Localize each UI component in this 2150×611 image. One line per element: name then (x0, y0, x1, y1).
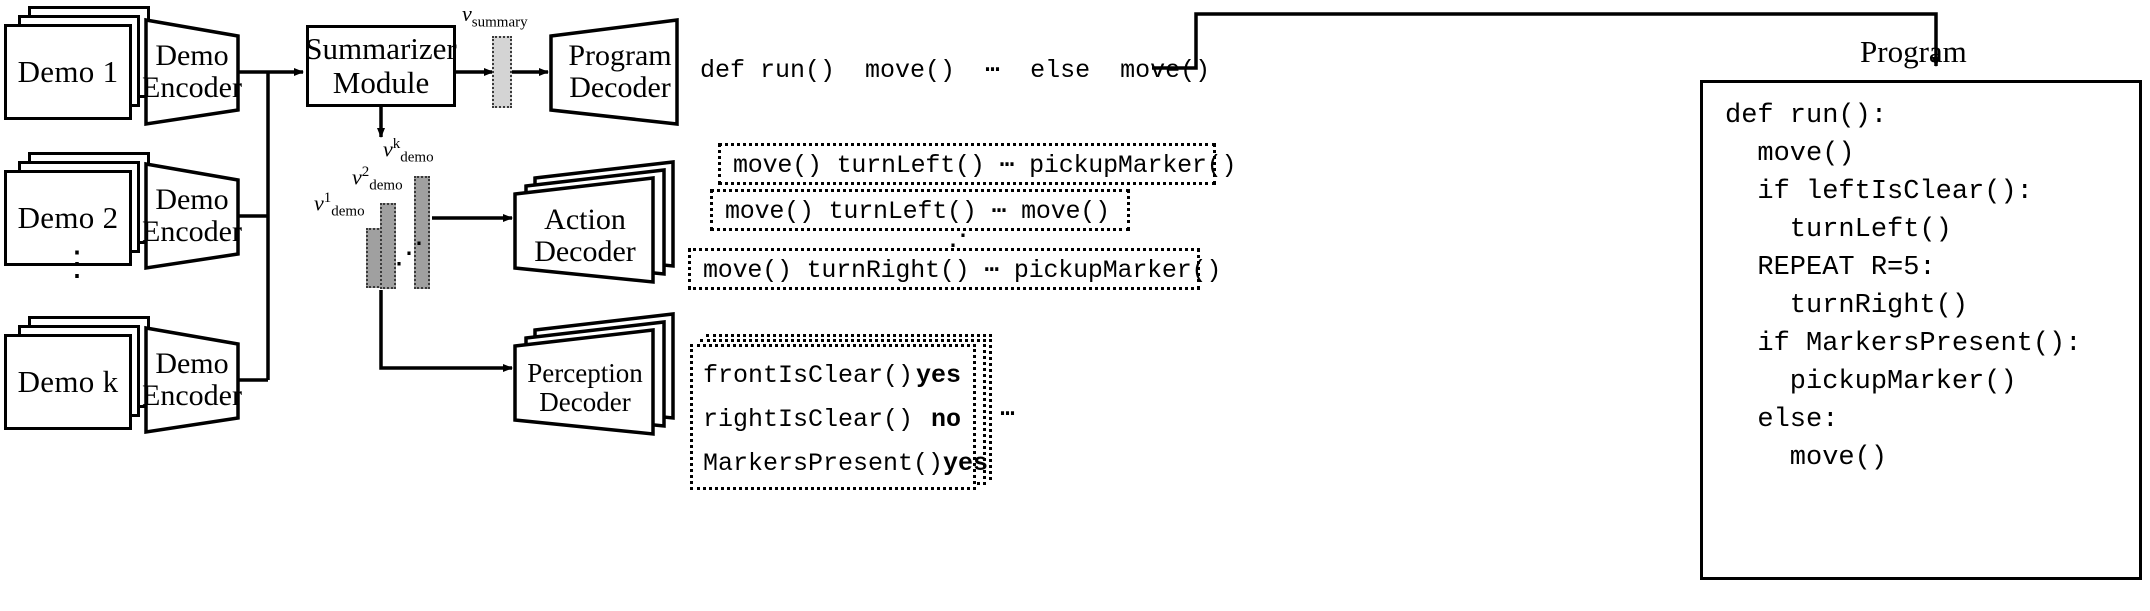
program-token-sequence: def run() move() ⋯ else move() (700, 56, 1211, 85)
demo-label-k: Demo k (17, 364, 119, 399)
action-decoder-label-line1: Action (544, 202, 626, 236)
demo-encoder-k[interactable]: Demo Encoder (142, 325, 242, 435)
final-program-code: def run(): move() if leftIsClear(): turn… (1700, 80, 2142, 580)
demo-encoder-label-line2: Encoder (142, 215, 242, 248)
action-sequence-row-2: move() turnLeft() ⋯ move() (710, 189, 1130, 231)
demo-label-1: Demo 1 (17, 54, 119, 89)
v-demo-2-subscript: demo (369, 177, 403, 194)
demo-encoder-label-line1: Demo (155, 38, 229, 72)
demo-stack-ellipsis: ⋮ (60, 246, 94, 283)
v-demo-2-vector (380, 203, 396, 289)
v-demo-k-vector (414, 176, 430, 289)
perception-decoder-label-line2: Decoder (539, 387, 631, 417)
v-demo-2-label: v2demo (352, 164, 403, 195)
demo-encoder-label-line2: Encoder (142, 71, 242, 104)
v-demo-1-label: v1demo (314, 190, 365, 221)
action-sequence-tokens-1: move() turnLeft() ⋯ pickupMarker() (733, 150, 1237, 180)
summarizer-module[interactable]: Summarizer Module (305, 25, 457, 107)
demo-encoder-1[interactable]: Demo Encoder (142, 17, 242, 127)
v-demo-2-superscript: 2 (361, 164, 370, 180)
v-demo-k-superscript: k (392, 136, 401, 152)
perception-query-3: MarkersPresent() (703, 448, 944, 478)
v-summary-label: vsummary (462, 1, 528, 31)
final-program-title: Program (1860, 34, 1967, 69)
v-summary-symbol: v (462, 1, 472, 26)
action-sequence-row-3: move() turnRight() ⋯ pickupMarker() (688, 248, 1221, 290)
perception-query-1: frontIsClear() (703, 360, 914, 390)
program-decoder[interactable]: Program Decoder (549, 18, 679, 126)
action-decoder-label-line2: Decoder (534, 235, 636, 268)
perception-query-2: rightIsClear() (703, 404, 914, 434)
perception-row-1: frontIsClear() yes (703, 353, 961, 397)
perception-answer-2: no (930, 404, 961, 434)
action-decoder[interactable]: Action Decoder (513, 160, 675, 284)
v-demo-k-label: vkdemo (383, 136, 434, 167)
action-sequence-tokens-2: move() turnLeft() ⋯ move() (725, 196, 1110, 226)
perception-row-3: MarkersPresent() yes (703, 441, 988, 485)
action-sequence-tokens-3: move() turnRight() ⋯ pickupMarker() (703, 255, 1222, 285)
v-demo-1-subscript: demo (331, 203, 365, 220)
program-decoder-label-line1: Program (568, 38, 672, 72)
demo-card-front-k[interactable]: Demo k (4, 334, 132, 430)
v-demo-k-subscript: demo (400, 149, 434, 166)
v-summary-subscript: summary (471, 14, 528, 31)
summarizer-label-line2: Module (332, 65, 430, 100)
v-demo-2-symbol: v (352, 164, 362, 190)
demo-encoder-2[interactable]: Demo Encoder (142, 161, 242, 271)
perception-output-more: ⋯ (1000, 400, 1016, 429)
action-sequence-row-1: move() turnLeft() ⋯ pickupMarker() (718, 143, 1237, 185)
v-demo-1-symbol: v (314, 190, 324, 216)
perception-answer-1: yes (915, 360, 961, 390)
v-summary-vector (492, 36, 512, 108)
summarizer-label-line1: Summarizer (305, 30, 457, 66)
v-demo-ellipsis: ⋰ (394, 237, 424, 270)
perception-output-table: frontIsClear() yes rightIsClear() no Mar… (690, 344, 988, 490)
demo-encoder-label-line1: Demo (155, 182, 229, 216)
demo-card-front-1[interactable]: Demo 1 (4, 24, 132, 120)
demo-label-2: Demo 2 (17, 200, 119, 235)
demo-card-front-2[interactable]: Demo 2 (4, 170, 132, 266)
demo-encoder-label-line1: Demo (155, 346, 229, 380)
v-demo-k-symbol: v (383, 136, 393, 162)
perception-row-2: rightIsClear() no (703, 397, 961, 441)
program-decoder-label-line2: Decoder (569, 71, 671, 104)
perception-answer-3: yes (943, 448, 989, 478)
demo-encoder-label-line2: Encoder (142, 379, 242, 412)
v-demo-1-superscript: 1 (323, 190, 332, 206)
perception-decoder[interactable]: Perception Decoder (513, 312, 675, 436)
perception-decoder-label-line1: Perception (527, 357, 643, 388)
